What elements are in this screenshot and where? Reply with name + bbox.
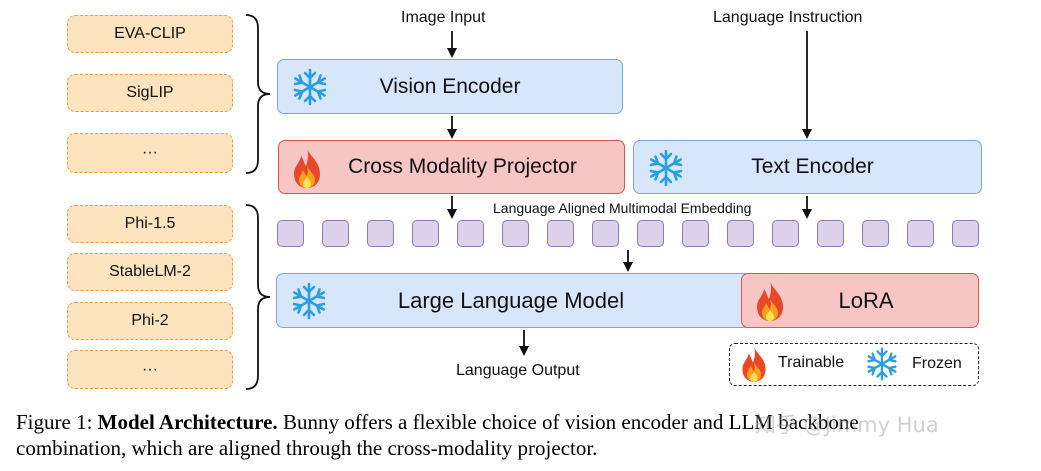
embedding-token bbox=[637, 220, 664, 247]
embedding-token bbox=[412, 220, 439, 247]
watermark: 知乎 @Jimmy Hua bbox=[755, 413, 939, 437]
caption-bold: Model Architecture. bbox=[97, 410, 278, 434]
vision-option-siglip: SigLIP bbox=[67, 74, 233, 112]
text-encoder: Text Encoder bbox=[633, 140, 982, 194]
flame-icon bbox=[738, 344, 770, 389]
llm-label: Large Language Model bbox=[397, 287, 625, 313]
cross-modality-projector-label: Cross Modality Projector bbox=[348, 155, 577, 178]
embedding-token bbox=[772, 220, 799, 247]
embedding-label: Language Aligned Multimodal Embedding bbox=[493, 200, 752, 216]
lora-label: LoRA bbox=[838, 287, 894, 313]
embedding-token bbox=[277, 220, 304, 247]
embedding-token bbox=[367, 220, 394, 247]
embedding-token bbox=[952, 220, 979, 247]
snowflake-icon bbox=[290, 67, 330, 113]
snowflake-icon bbox=[864, 346, 900, 387]
flame-icon bbox=[289, 146, 325, 196]
embedding-token bbox=[817, 220, 844, 247]
lora: LoRA bbox=[741, 273, 979, 328]
embedding-token bbox=[862, 220, 889, 247]
embedding-token bbox=[727, 220, 754, 247]
llm-option-phi-1-5: Phi-1.5 bbox=[67, 205, 233, 243]
vision-option-more: ··· bbox=[67, 133, 233, 173]
legend-frozen-label: Frozen bbox=[912, 355, 962, 372]
legend-trainable-label: Trainable bbox=[778, 354, 845, 371]
figure-caption: Figure 1: Model Architecture. Bunny offe… bbox=[16, 409, 1036, 461]
embedding-token bbox=[682, 220, 709, 247]
llm-option-phi-2: Phi-2 bbox=[67, 302, 233, 340]
legend: Trainable Frozen bbox=[729, 343, 979, 386]
language-instruction-label: Language Instruction bbox=[713, 9, 863, 26]
embedding-token bbox=[457, 220, 484, 247]
embedding-token bbox=[502, 220, 529, 247]
vision-encoder: Vision Encoder bbox=[277, 59, 623, 114]
vision-option-eva-clip: EVA-CLIP bbox=[67, 15, 233, 53]
embedding-token bbox=[322, 220, 349, 247]
snowflake-icon bbox=[646, 148, 686, 194]
caption-line1: Bunny offers a flexible choice of vision… bbox=[277, 410, 859, 434]
llm-option-more: ··· bbox=[67, 350, 233, 389]
image-input-label: Image Input bbox=[401, 9, 486, 26]
embedding-token bbox=[907, 220, 934, 247]
vision-encoder-label: Vision Encoder bbox=[379, 74, 521, 98]
large-language-model: Large Language Model bbox=[276, 273, 776, 328]
vision-options-brace bbox=[245, 14, 271, 174]
caption-line2: combination, which are aligned through t… bbox=[16, 436, 598, 460]
flame-icon bbox=[752, 279, 788, 329]
llm-options-brace bbox=[245, 204, 271, 390]
llm-option-stablelm-2: StableLM-2 bbox=[67, 253, 233, 291]
language-output-label: Language Output bbox=[456, 362, 580, 379]
cross-modality-projector: Cross Modality Projector bbox=[278, 140, 625, 194]
embedding-token bbox=[547, 220, 574, 247]
text-encoder-label: Text Encoder bbox=[751, 155, 874, 178]
embedding-token bbox=[592, 220, 619, 247]
caption-prefix: Figure 1: bbox=[16, 410, 98, 434]
snowflake-icon bbox=[289, 281, 329, 327]
